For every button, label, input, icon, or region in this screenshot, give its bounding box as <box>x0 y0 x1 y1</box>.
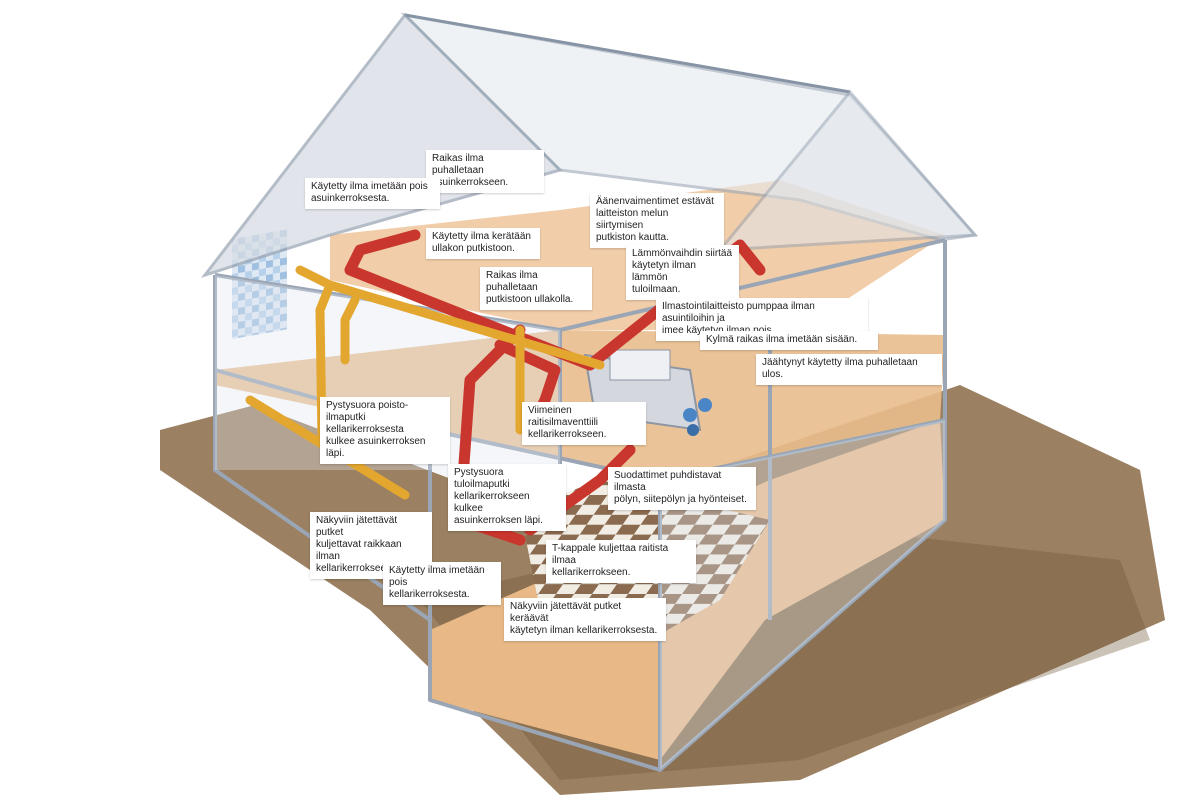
label-used-air-living-out: Käytetty ilma imetään pois asuinkerrokse… <box>305 178 440 209</box>
label-filters: Suodattimet puhdistavat ilmasta pölyn, s… <box>608 467 756 510</box>
label-last-valve: Viimeinen raitisilmaventtiili kellariker… <box>522 402 646 445</box>
label-cooled-used-out: Jäähtynyt käytetty ilma puhalletaan ulos… <box>756 354 942 385</box>
label-visible-exhaust-pipes: Näkyviin jätettävät putket keräävät käyt… <box>504 598 666 641</box>
label-cold-fresh-in: Kylmä raikas ilma imetään sisään. <box>700 331 878 350</box>
roof-ridge <box>404 13 851 94</box>
label-heat-exchanger: Lämmönvaihdin siirtää käytetyn ilman läm… <box>626 245 739 300</box>
label-used-air-basement-out: Käytetty ilma imetään pois kellarikerrok… <box>383 562 501 605</box>
label-fresh-air-living: Raikas ilma puhalletaan asuinkerrokseen. <box>426 150 544 193</box>
label-fresh-air-attic: Raikas ilma puhalletaan putkistoon ullak… <box>480 267 592 310</box>
label-used-air-attic: Käytetty ilma kerätään ullakon putkistoo… <box>426 228 540 259</box>
label-t-piece: T-kappale kuljettaa raitista ilmaa kella… <box>546 540 696 583</box>
gable-right <box>716 89 979 252</box>
label-vertical-exhaust: Pystysuora poisto- ilmaputki kellarikerr… <box>320 397 450 464</box>
label-silencers: Äänenvaimentimet estävät laitteiston mel… <box>590 193 724 248</box>
label-vertical-supply: Pystysuora tuloilmaputki kellarikerrokse… <box>448 464 566 531</box>
